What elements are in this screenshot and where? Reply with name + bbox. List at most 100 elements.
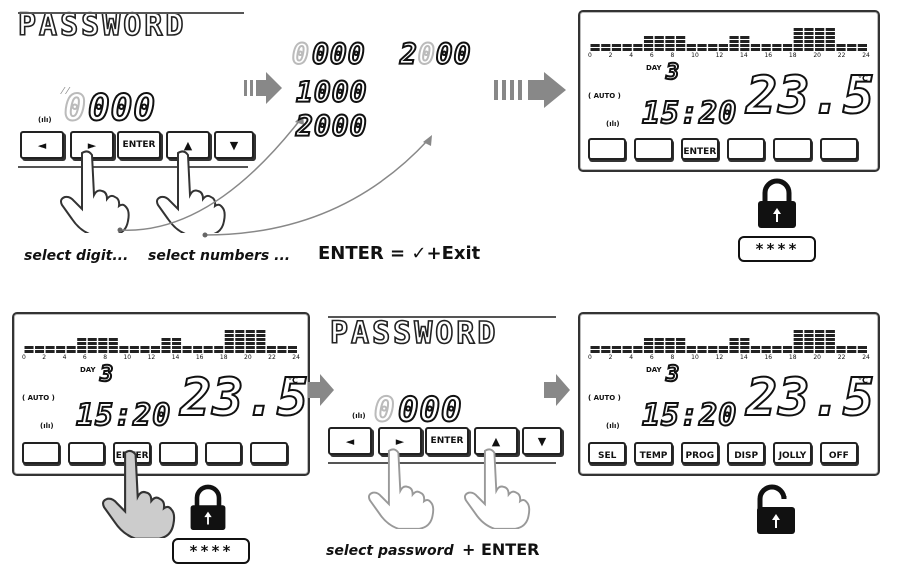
program-bar-segment — [665, 346, 675, 349]
right-button[interactable]: ► — [378, 427, 422, 455]
caption-select-password: select password — [326, 543, 454, 559]
program-bar-segment — [836, 346, 846, 349]
func-button-prog[interactable]: PROG — [680, 442, 719, 464]
hour-tick: 2 — [608, 52, 613, 59]
blank-button[interactable] — [22, 442, 60, 464]
program-bar-segment — [245, 338, 255, 341]
program-bar-segment — [235, 346, 245, 349]
program-bar-segment — [172, 350, 182, 353]
program-bar-segment — [761, 346, 771, 349]
program-bar-segment — [708, 350, 718, 353]
program-bar-segment — [590, 350, 600, 353]
hour-tick: 16 — [764, 52, 773, 59]
seq-row2: 1000 — [295, 75, 368, 110]
program-bar-segment — [654, 342, 664, 345]
func-button-disp[interactable]: DISP — [727, 442, 766, 464]
program-bar-segment — [87, 342, 97, 345]
blank-button[interactable] — [634, 138, 673, 160]
program-bar-segment — [750, 48, 761, 51]
program-bar-segment — [66, 346, 76, 349]
program-bar-segment — [235, 342, 245, 345]
program-bar-segment — [643, 44, 654, 47]
down-button[interactable]: ▼ — [214, 131, 254, 159]
program-bar-segment — [98, 342, 108, 345]
program-bar-segment — [45, 346, 55, 349]
program-bar-segment — [857, 350, 867, 353]
program-bar-segment — [686, 44, 696, 47]
program-bar-segment — [214, 350, 224, 353]
func-button-temp[interactable]: TEMP — [634, 442, 673, 464]
blank-button[interactable] — [588, 138, 627, 160]
hour-tick: 8 — [103, 354, 108, 361]
program-bar-segment — [857, 48, 867, 51]
program-bar-segment — [224, 346, 234, 349]
program-bar-segment — [815, 36, 825, 39]
program-bar-segment — [847, 346, 857, 349]
enter-button[interactable]: ENTER — [425, 427, 469, 455]
program-bar-segment — [782, 44, 793, 47]
hour-tick: 22 — [837, 52, 846, 59]
program-bar-segment — [161, 350, 171, 353]
lock-code: **** — [172, 538, 250, 564]
arrow-right-icon — [494, 72, 566, 108]
program-bar-segment — [590, 346, 600, 349]
hand-pointer-icon — [464, 448, 531, 529]
func-button-off[interactable]: OFF — [819, 442, 858, 464]
program-bar-segment — [825, 32, 835, 35]
up-button[interactable]: ▲ — [474, 427, 518, 455]
enter-button[interactable]: ENTER — [680, 138, 719, 160]
program-bar-segment — [224, 342, 234, 345]
program-bar-segment — [224, 334, 234, 337]
caption-enter-exit: ENTER = ✓+Exit — [318, 243, 481, 264]
temperature-unit: °C — [858, 74, 868, 83]
program-bar-segment — [836, 350, 846, 353]
blank-button[interactable] — [67, 442, 106, 464]
program-bar-segment — [643, 48, 654, 51]
program-bar-segment — [740, 40, 750, 43]
blank-button[interactable] — [204, 442, 243, 464]
program-bar-segment — [601, 346, 611, 349]
program-bar-segment — [718, 346, 728, 349]
hour-tick: 6 — [649, 52, 654, 59]
program-bar-segment — [87, 350, 97, 353]
program-bar-segment — [590, 48, 600, 51]
program-bar-segment — [708, 346, 718, 349]
hour-tick: 20 — [813, 354, 821, 361]
program-bar-segment — [601, 44, 611, 47]
left-button[interactable]: ◄ — [328, 427, 372, 455]
program-bar-segment — [277, 350, 287, 353]
program-bar-segment — [601, 350, 611, 353]
divider — [328, 316, 556, 318]
sensor-icon: (ılı) — [38, 116, 52, 124]
program-bar-segment — [793, 346, 803, 349]
down-button[interactable]: ▼ — [522, 427, 562, 455]
lock-open-icon — [757, 484, 795, 534]
program-bar-segment — [87, 346, 97, 349]
program-bar-segment — [235, 334, 245, 337]
auto-indicator: ( AUTO ) — [588, 92, 621, 100]
func-button-jolly[interactable]: JOLLY — [773, 442, 812, 464]
program-bar-segment — [235, 330, 245, 333]
program-bar-segment — [256, 342, 266, 345]
program-bar-segment — [77, 350, 87, 353]
program-bar-segment — [825, 36, 835, 39]
left-button[interactable]: ◄ — [20, 131, 64, 159]
program-bar-segment — [793, 32, 803, 35]
program-bar-segment — [825, 338, 835, 341]
program-bar-segment — [150, 350, 160, 353]
blank-button[interactable] — [727, 138, 766, 160]
blank-button[interactable] — [773, 138, 812, 160]
program-bar-segment — [87, 338, 97, 341]
enter-button[interactable]: ENTER — [117, 131, 161, 159]
temperature-display: 23.5 — [745, 367, 876, 429]
program-bar-segment — [729, 36, 739, 39]
program-bar-segment — [256, 346, 266, 349]
func-button-sel[interactable]: SEL — [588, 442, 627, 464]
password-digits: 000 — [397, 389, 463, 431]
blank-button[interactable] — [250, 442, 288, 464]
blank-button[interactable] — [819, 138, 858, 160]
program-bar-segment — [718, 48, 728, 51]
blank-button[interactable] — [159, 442, 197, 464]
program-bar-segment — [676, 338, 686, 341]
